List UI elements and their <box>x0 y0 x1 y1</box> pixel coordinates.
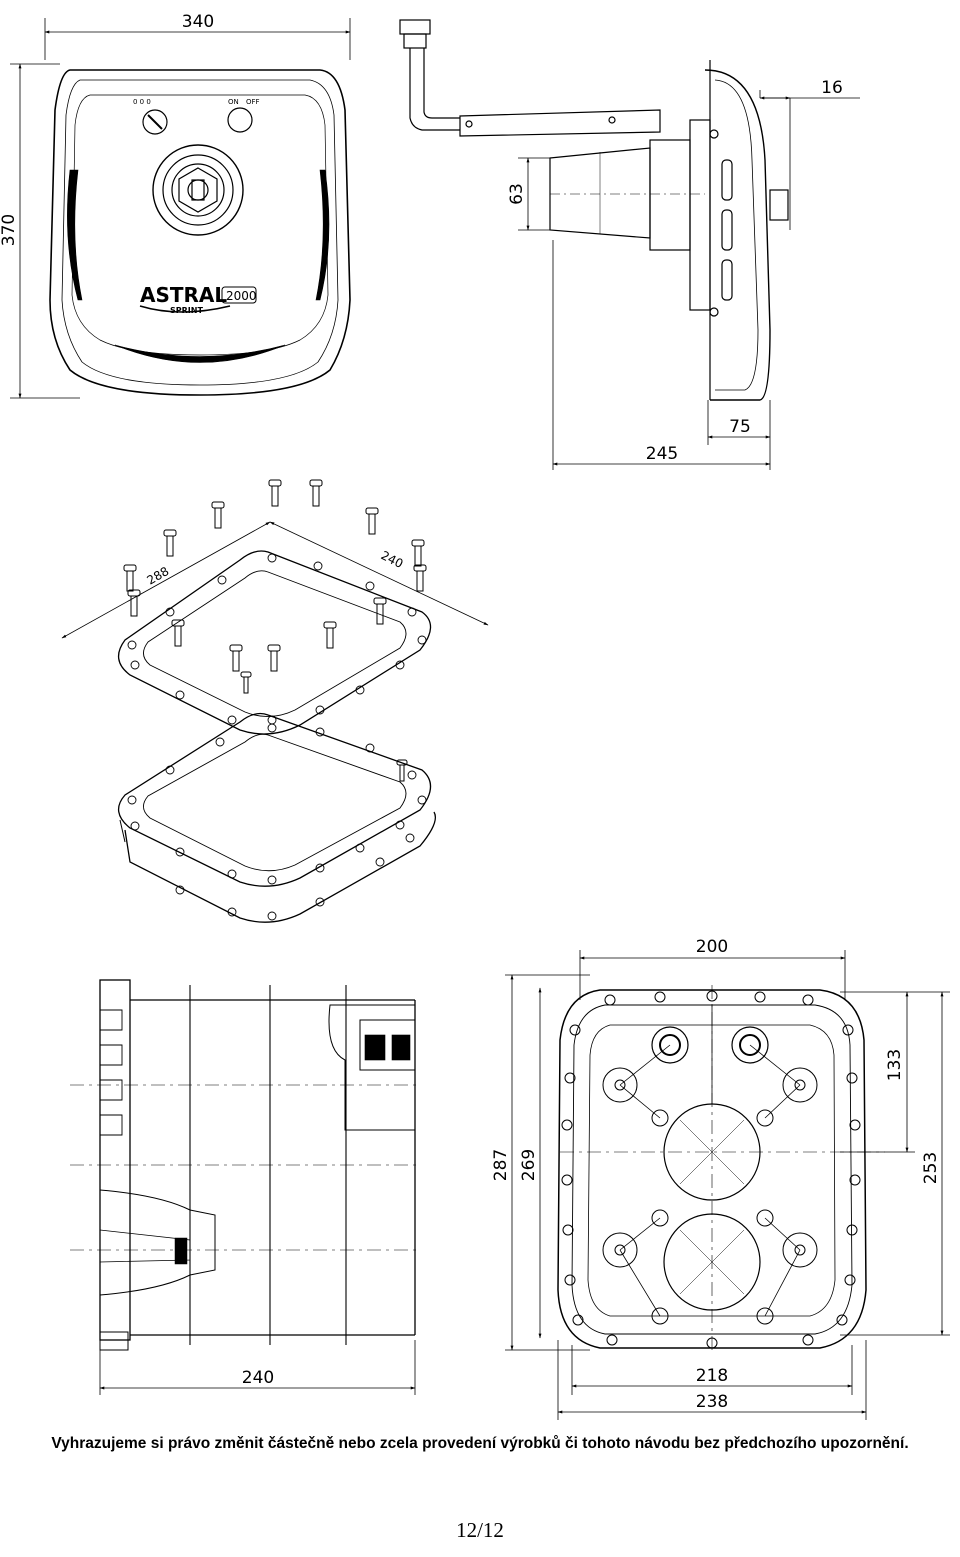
dim-133: 133 <box>885 1049 905 1081</box>
page-number: 12/12 <box>456 1518 504 1542</box>
technical-drawing-sheet: 340 370 ON OFF 0 0 0 ASTRAL 2000 <box>0 12 950 1420</box>
gasket-exploded-view: 288 240 <box>61 479 489 923</box>
front-view: 340 370 ON OFF 0 0 0 ASTRAL 2000 <box>0 12 351 399</box>
svg-text:ASTRAL: ASTRAL <box>140 283 227 307</box>
dim-75: 75 <box>729 417 751 437</box>
dim-253: 253 <box>921 1152 941 1184</box>
dim-63: 63 <box>507 183 527 205</box>
light-outer-body <box>49 69 351 396</box>
housing-front-view: 200 287 269 133 253 <box>491 937 950 1420</box>
switch-off-label: OFF <box>246 98 260 106</box>
adjust-knob <box>142 109 168 135</box>
dim-269: 269 <box>519 1149 539 1181</box>
dim-218: 218 <box>696 1366 728 1386</box>
dim-16: 16 <box>821 78 843 98</box>
svg-text:SPRINT: SPRINT <box>170 306 203 315</box>
side-view: 16 63 75 245 <box>399 19 860 470</box>
adjust-label: 0 0 0 <box>133 98 151 106</box>
on-off-switch <box>227 107 253 133</box>
housing-side-section: 240 <box>70 979 420 1395</box>
dim-287: 287 <box>491 1149 511 1181</box>
dim-240: 240 <box>242 1368 274 1388</box>
lamp-lens <box>152 144 244 236</box>
dim-200: 200 <box>696 937 728 957</box>
disclaimer-text: Vyhrazujeme si právo změnit částečně neb… <box>51 1435 909 1452</box>
dim-245: 245 <box>646 444 678 464</box>
switch-on-label: ON <box>228 98 239 106</box>
dim-238: 238 <box>696 1392 728 1412</box>
dim-height-370: 370 <box>0 214 19 246</box>
svg-text:2000: 2000 <box>226 289 257 303</box>
dim-240-diag: 240 <box>379 548 406 571</box>
astral-logo: ASTRAL 2000 SPRINT <box>139 283 257 315</box>
dim-width-340: 340 <box>182 12 214 32</box>
screws <box>123 479 427 782</box>
